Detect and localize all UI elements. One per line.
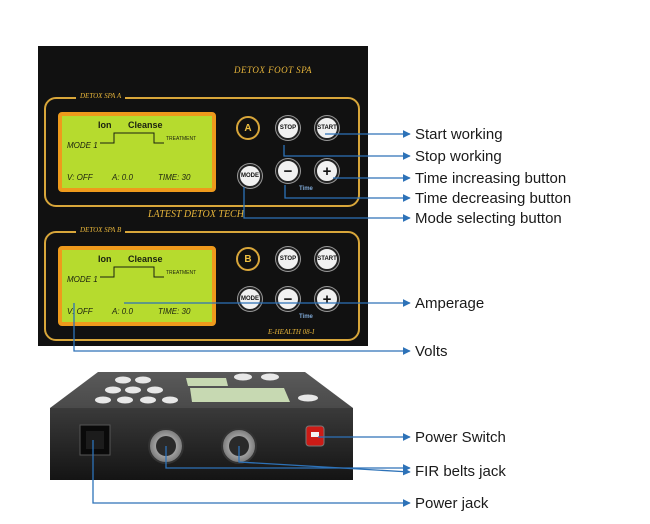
lcd-time: TIME: 30 — [158, 307, 191, 316]
lcd-volts: V: OFF — [67, 173, 93, 182]
spa-section-a: DETOX SPA A Ion Cleanse MODE 1 TREATMENT… — [44, 92, 360, 207]
lcd-amps: A: 0.0 — [112, 173, 133, 182]
callout-stop-working: Stop working — [415, 148, 502, 165]
time-label-a: Time — [299, 186, 313, 192]
lcd-amps: A: 0.0 — [112, 307, 133, 316]
time-label-b: Time — [299, 314, 313, 320]
b-indicator: B — [236, 247, 260, 271]
lcd-treatment: TREATMENT — [166, 136, 197, 142]
lcd-mode: MODE 1 — [67, 275, 98, 284]
power-switch-icon — [305, 425, 325, 447]
callout-power-jack: Power jack — [415, 495, 489, 512]
start-button-b[interactable]: START — [315, 247, 339, 271]
device-top-buttons — [95, 373, 318, 404]
mode-button-a[interactable]: MODE — [238, 164, 262, 188]
time-increase-button-a[interactable]: + — [315, 159, 339, 183]
lcd-display-a: Ion Cleanse MODE 1 TREATMENT V: OFF A: 0… — [58, 112, 216, 192]
callout-mode-selecting: Mode selecting button — [415, 210, 562, 227]
callout-power-switch: Power Switch — [415, 429, 506, 446]
time-decrease-button-a[interactable]: − — [276, 159, 300, 183]
middle-brand-text: LATEST DETOX TECH — [148, 209, 244, 220]
lcd-cleanse-label: Cleanse — [128, 254, 163, 264]
lcd-ion-label: Ion — [98, 120, 112, 130]
lcd-cleanse-label: Cleanse — [128, 120, 163, 130]
callout-fir-belts-jack: FIR belts jack — [415, 463, 506, 480]
spa-section-b: DETOX SPA B Ion Cleanse MODE 1 TREATMENT… — [44, 226, 360, 341]
callout-lines — [73, 130, 411, 507]
device-lcd-screens — [186, 378, 290, 402]
time-increase-button-b[interactable]: + — [315, 287, 339, 311]
callout-amperage: Amperage — [415, 295, 485, 312]
mode-button-b[interactable]: MODE — [238, 287, 262, 311]
stop-button-a[interactable]: STOP — [276, 116, 300, 140]
control-panel: DETOX FOOT SPA DETOX SPA A Ion Cleanse M… — [38, 46, 368, 346]
a-indicator: A — [236, 116, 260, 140]
lcd-waveform-icon — [100, 132, 164, 144]
power-jack-icon — [79, 424, 111, 456]
lcd-display-b: Ion Cleanse MODE 1 TREATMENT V: OFF A: 0… — [58, 246, 216, 326]
start-button-a[interactable]: START — [315, 116, 339, 140]
callout-time-increasing: Time increasing button — [415, 170, 567, 187]
time-decrease-button-b[interactable]: − — [276, 287, 300, 311]
lcd-time: TIME: 30 — [158, 173, 191, 182]
lcd-volts: V: OFF — [67, 307, 93, 316]
device-box — [50, 372, 353, 480]
callout-start-working: Start working — [415, 126, 503, 143]
panel-title: DETOX FOOT SPA — [234, 65, 313, 75]
stop-button-b[interactable]: STOP — [276, 247, 300, 271]
callout-volts: Volts — [415, 343, 448, 360]
section-a-label: DETOX SPA A — [76, 92, 126, 100]
callout-time-decreasing: Time decreasing button — [415, 190, 572, 207]
lcd-treatment: TREATMENT — [166, 270, 197, 276]
lcd-mode: MODE 1 — [67, 141, 98, 150]
lcd-ion-label: Ion — [98, 254, 112, 264]
lcd-waveform-icon — [100, 266, 164, 278]
model-text: E-HEALTH 08-I — [268, 328, 315, 336]
section-b-label: DETOX SPA B — [76, 226, 126, 234]
